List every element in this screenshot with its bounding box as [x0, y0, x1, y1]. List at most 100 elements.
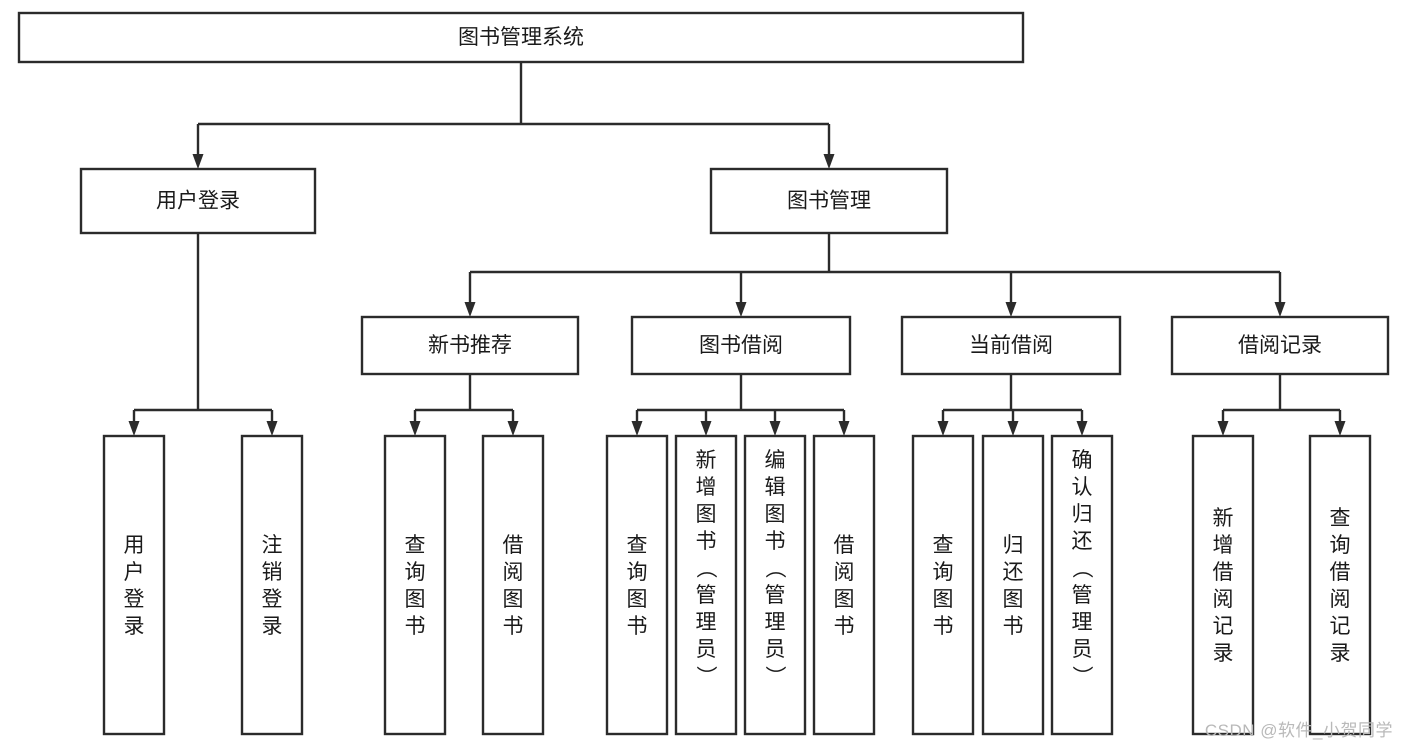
edge-group-login [128, 233, 278, 436]
node-label-char: 书 [503, 615, 524, 638]
node-label-char: 图 [503, 588, 524, 611]
node-label-char: 归 [1072, 503, 1093, 526]
arrow-head-icon [409, 421, 421, 436]
node-label-char: 归 [1003, 534, 1024, 557]
node-label-char: （ [694, 558, 717, 579]
node-label-char: 认 [1072, 476, 1093, 499]
node-label-char: 户 [124, 561, 145, 584]
node-label-char: 图 [1003, 588, 1024, 611]
node-box[interactable] [102, 434, 166, 736]
node-box[interactable] [1170, 315, 1390, 376]
arrow-head-icon [823, 154, 835, 169]
node-label-char: ） [694, 666, 717, 687]
node-label-char: 登 [124, 588, 145, 611]
node-box[interactable] [1050, 434, 1114, 736]
node-box[interactable] [1191, 434, 1255, 736]
arrow-head-icon [1217, 421, 1229, 436]
node-box[interactable] [17, 11, 1025, 64]
node-label-char: 理 [696, 611, 717, 634]
node-label: 用户登录 [156, 190, 240, 213]
arrow-head-icon [769, 421, 781, 436]
arrow-head-icon [192, 154, 204, 169]
node-newbook[interactable]: 新书推荐 [360, 315, 580, 376]
node-box[interactable] [911, 434, 975, 736]
node-label-char: 管 [765, 584, 786, 607]
node-label-char: 注 [262, 534, 283, 557]
node-label-char: （ [1070, 558, 1093, 579]
node-label-char: 查 [627, 534, 648, 557]
edge-group-records [1217, 374, 1346, 436]
node-label-char: 登 [262, 588, 283, 611]
arrow-head-icon [464, 302, 476, 317]
node-label-char: 图 [933, 588, 954, 611]
node-label: 当前借阅 [969, 334, 1053, 357]
node-box[interactable] [674, 434, 738, 736]
edge-group-bookmgmt [464, 233, 1286, 317]
node-bookmgmt[interactable]: 图书管理 [709, 167, 949, 235]
node-label-char: 员 [1072, 638, 1093, 661]
node-label-char: 辑 [765, 476, 786, 499]
node-label-char: 录 [1330, 642, 1351, 665]
node-box[interactable] [605, 434, 669, 736]
node-label-char: 还 [1072, 530, 1093, 553]
node-label-char: 书 [696, 530, 717, 553]
node-label-char: ） [1070, 666, 1093, 687]
node-label-char: 询 [1330, 534, 1351, 557]
watermark-label: CSDN @软件_小贺同学 [1204, 721, 1393, 740]
arrow-head-icon [1076, 421, 1088, 436]
node-label-char: 销 [262, 561, 283, 584]
node-box[interactable] [812, 434, 876, 736]
node-label-char: 阅 [834, 561, 855, 584]
node-login[interactable]: 用户登录 [79, 167, 317, 235]
arrow-head-icon [838, 421, 850, 436]
node-box[interactable] [383, 434, 447, 736]
node-box[interactable] [240, 434, 304, 736]
node-box[interactable] [360, 315, 580, 376]
node-root[interactable]: 图书管理系统 [17, 11, 1025, 64]
arrow-head-icon [700, 421, 712, 436]
node-box[interactable] [630, 315, 852, 376]
node-box[interactable] [79, 167, 317, 235]
node-box[interactable] [709, 167, 949, 235]
node-label-char: 阅 [503, 561, 524, 584]
node-label: 图书管理 [787, 190, 871, 213]
node-box[interactable] [1308, 434, 1372, 736]
node-box[interactable] [981, 434, 1045, 736]
arrow-head-icon [128, 421, 140, 436]
node-label-char: 询 [933, 561, 954, 584]
node-leaf-user-login[interactable]: 用户登录 [102, 434, 166, 736]
arrow-head-icon [1007, 421, 1019, 436]
node-label-char: 书 [834, 615, 855, 638]
node-current[interactable]: 当前借阅 [900, 315, 1122, 376]
arrow-head-icon [1334, 421, 1346, 436]
node-label-char: 理 [765, 611, 786, 634]
node-label-char: 记 [1330, 615, 1351, 638]
node-label-char: 查 [405, 534, 426, 557]
node-label-char: 书 [765, 530, 786, 553]
node-box[interactable] [481, 434, 545, 736]
arrow-head-icon [1005, 302, 1017, 317]
node-records[interactable]: 借阅记录 [1170, 315, 1390, 376]
node-label-char: 员 [765, 638, 786, 661]
node-label: 新书推荐 [428, 334, 512, 357]
node-borrow[interactable]: 图书借阅 [630, 315, 852, 376]
node-label-char: ） [763, 666, 786, 687]
node-label-char: 查 [1330, 507, 1351, 530]
node-box[interactable] [743, 434, 807, 736]
node-label-char: 书 [627, 615, 648, 638]
node-label-char: 增 [696, 476, 717, 499]
node-box[interactable] [900, 315, 1122, 376]
